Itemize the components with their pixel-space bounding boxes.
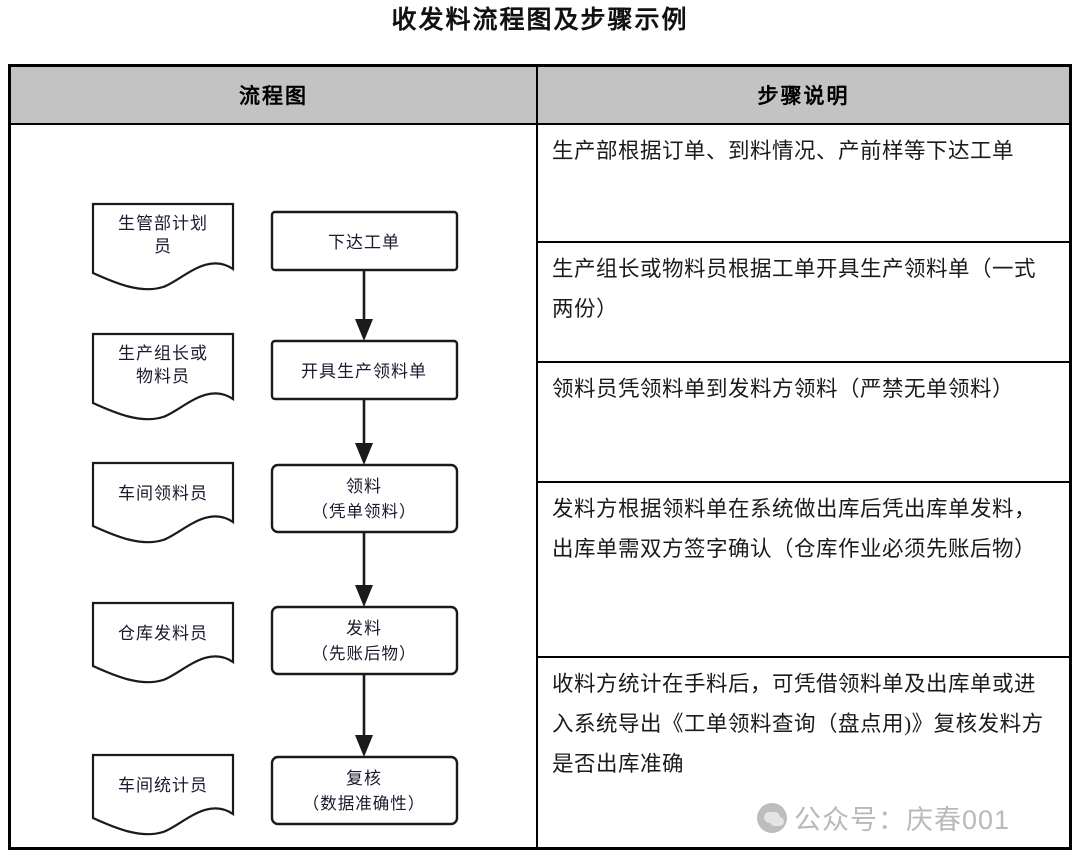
role-shape-4: 仓库发料员 — [91, 601, 235, 684]
process-label-line: 领料 — [346, 477, 382, 496]
step-description-2: 生产组长或物料员根据工单开具生产领料单（一式两份） — [538, 243, 1069, 363]
arrowhead — [355, 443, 373, 465]
document-shape — [91, 202, 235, 291]
arrowhead — [355, 319, 373, 341]
role-label-line: 仓库发料员 — [118, 624, 208, 643]
document-shape — [91, 332, 235, 421]
flow-arrow-2 — [355, 399, 373, 465]
role-shape-5: 车间统计员 — [91, 753, 235, 836]
table-body: 生管部计划 员 生产组长或 物料员 车间领料员 仓库发料员 — [11, 125, 1069, 850]
arrowhead — [355, 735, 373, 757]
flow-arrow-1 — [355, 270, 373, 341]
flow-arrow-3 — [355, 532, 373, 607]
document-shape — [91, 601, 235, 684]
steps-cell: 生产部根据订单、到料情况、产前样等下达工单 生产组长或物料员根据工单开具生产领料… — [538, 125, 1069, 850]
process-label-line: （先账后物） — [312, 644, 417, 663]
process-label-line: （数据准确性） — [303, 794, 426, 813]
step-description-1: 生产部根据订单、到料情况、产前样等下达工单 — [538, 125, 1069, 243]
role-label-line: 物料员 — [136, 367, 190, 386]
process-rect — [270, 605, 459, 676]
process-rect — [270, 755, 459, 826]
role-label-line: 生管部计划 — [118, 214, 208, 233]
process-box-5: 复核 （数据准确性） — [270, 755, 459, 826]
document-shape — [91, 461, 235, 544]
step-description-3: 领料员凭领料单到发料方领料（严禁无单领料） — [538, 363, 1069, 483]
flow-arrow-4 — [355, 674, 373, 757]
process-label-line: 复核 — [346, 769, 382, 788]
arrowhead — [355, 585, 373, 607]
document-shape — [91, 753, 235, 836]
process-box-2: 开具生产领料单 — [270, 339, 459, 401]
page-title: 收发料流程图及步骤示例 — [391, 7, 689, 34]
flowchart-cell: 生管部计划 员 生产组长或 物料员 车间领料员 仓库发料员 — [11, 125, 538, 850]
role-label-line: 员 — [154, 237, 172, 256]
step-description-4: 发料方根据领料单在系统做出库后凭出库单发料，出库单需双方签字确认（仓库作业必须先… — [538, 483, 1069, 658]
process-label-line: 发料 — [346, 619, 382, 638]
process-rect — [270, 463, 459, 534]
column-header-steps: 步骤说明 — [757, 84, 850, 108]
process-box-1: 下达工单 — [270, 210, 459, 272]
role-label-line: 车间领料员 — [118, 484, 208, 503]
flow-steps-table: 流程图 步骤说明 生管部计划 员 生产组长或 物料员 车间领料 — [8, 64, 1072, 850]
role-shape-2: 生产组长或 物料员 — [91, 332, 235, 421]
process-box-4: 发料 （先账后物） — [270, 605, 459, 676]
process-label-line: （凭单领料） — [312, 502, 417, 521]
role-shape-1: 生管部计划 员 — [91, 202, 235, 291]
process-label-line: 下达工单 — [328, 233, 400, 252]
flowchart-diagram: 生管部计划 员 生产组长或 物料员 车间领料员 仓库发料员 — [91, 202, 459, 836]
table-header-row: 流程图 步骤说明 — [11, 67, 1069, 125]
step-description-5: 收料方统计在手料后，可凭借领料单及出库单或进入系统导出《工单领料查询（盘点用)》… — [552, 672, 1044, 776]
role-label-line: 车间统计员 — [118, 776, 208, 795]
role-label-line: 生产组长或 — [118, 344, 208, 363]
process-box-3: 领料 （凭单领料） — [270, 463, 459, 534]
column-header-flowchart: 流程图 — [11, 67, 538, 123]
role-shape-3: 车间领料员 — [91, 461, 235, 544]
process-label-line: 开具生产领料单 — [301, 362, 427, 381]
